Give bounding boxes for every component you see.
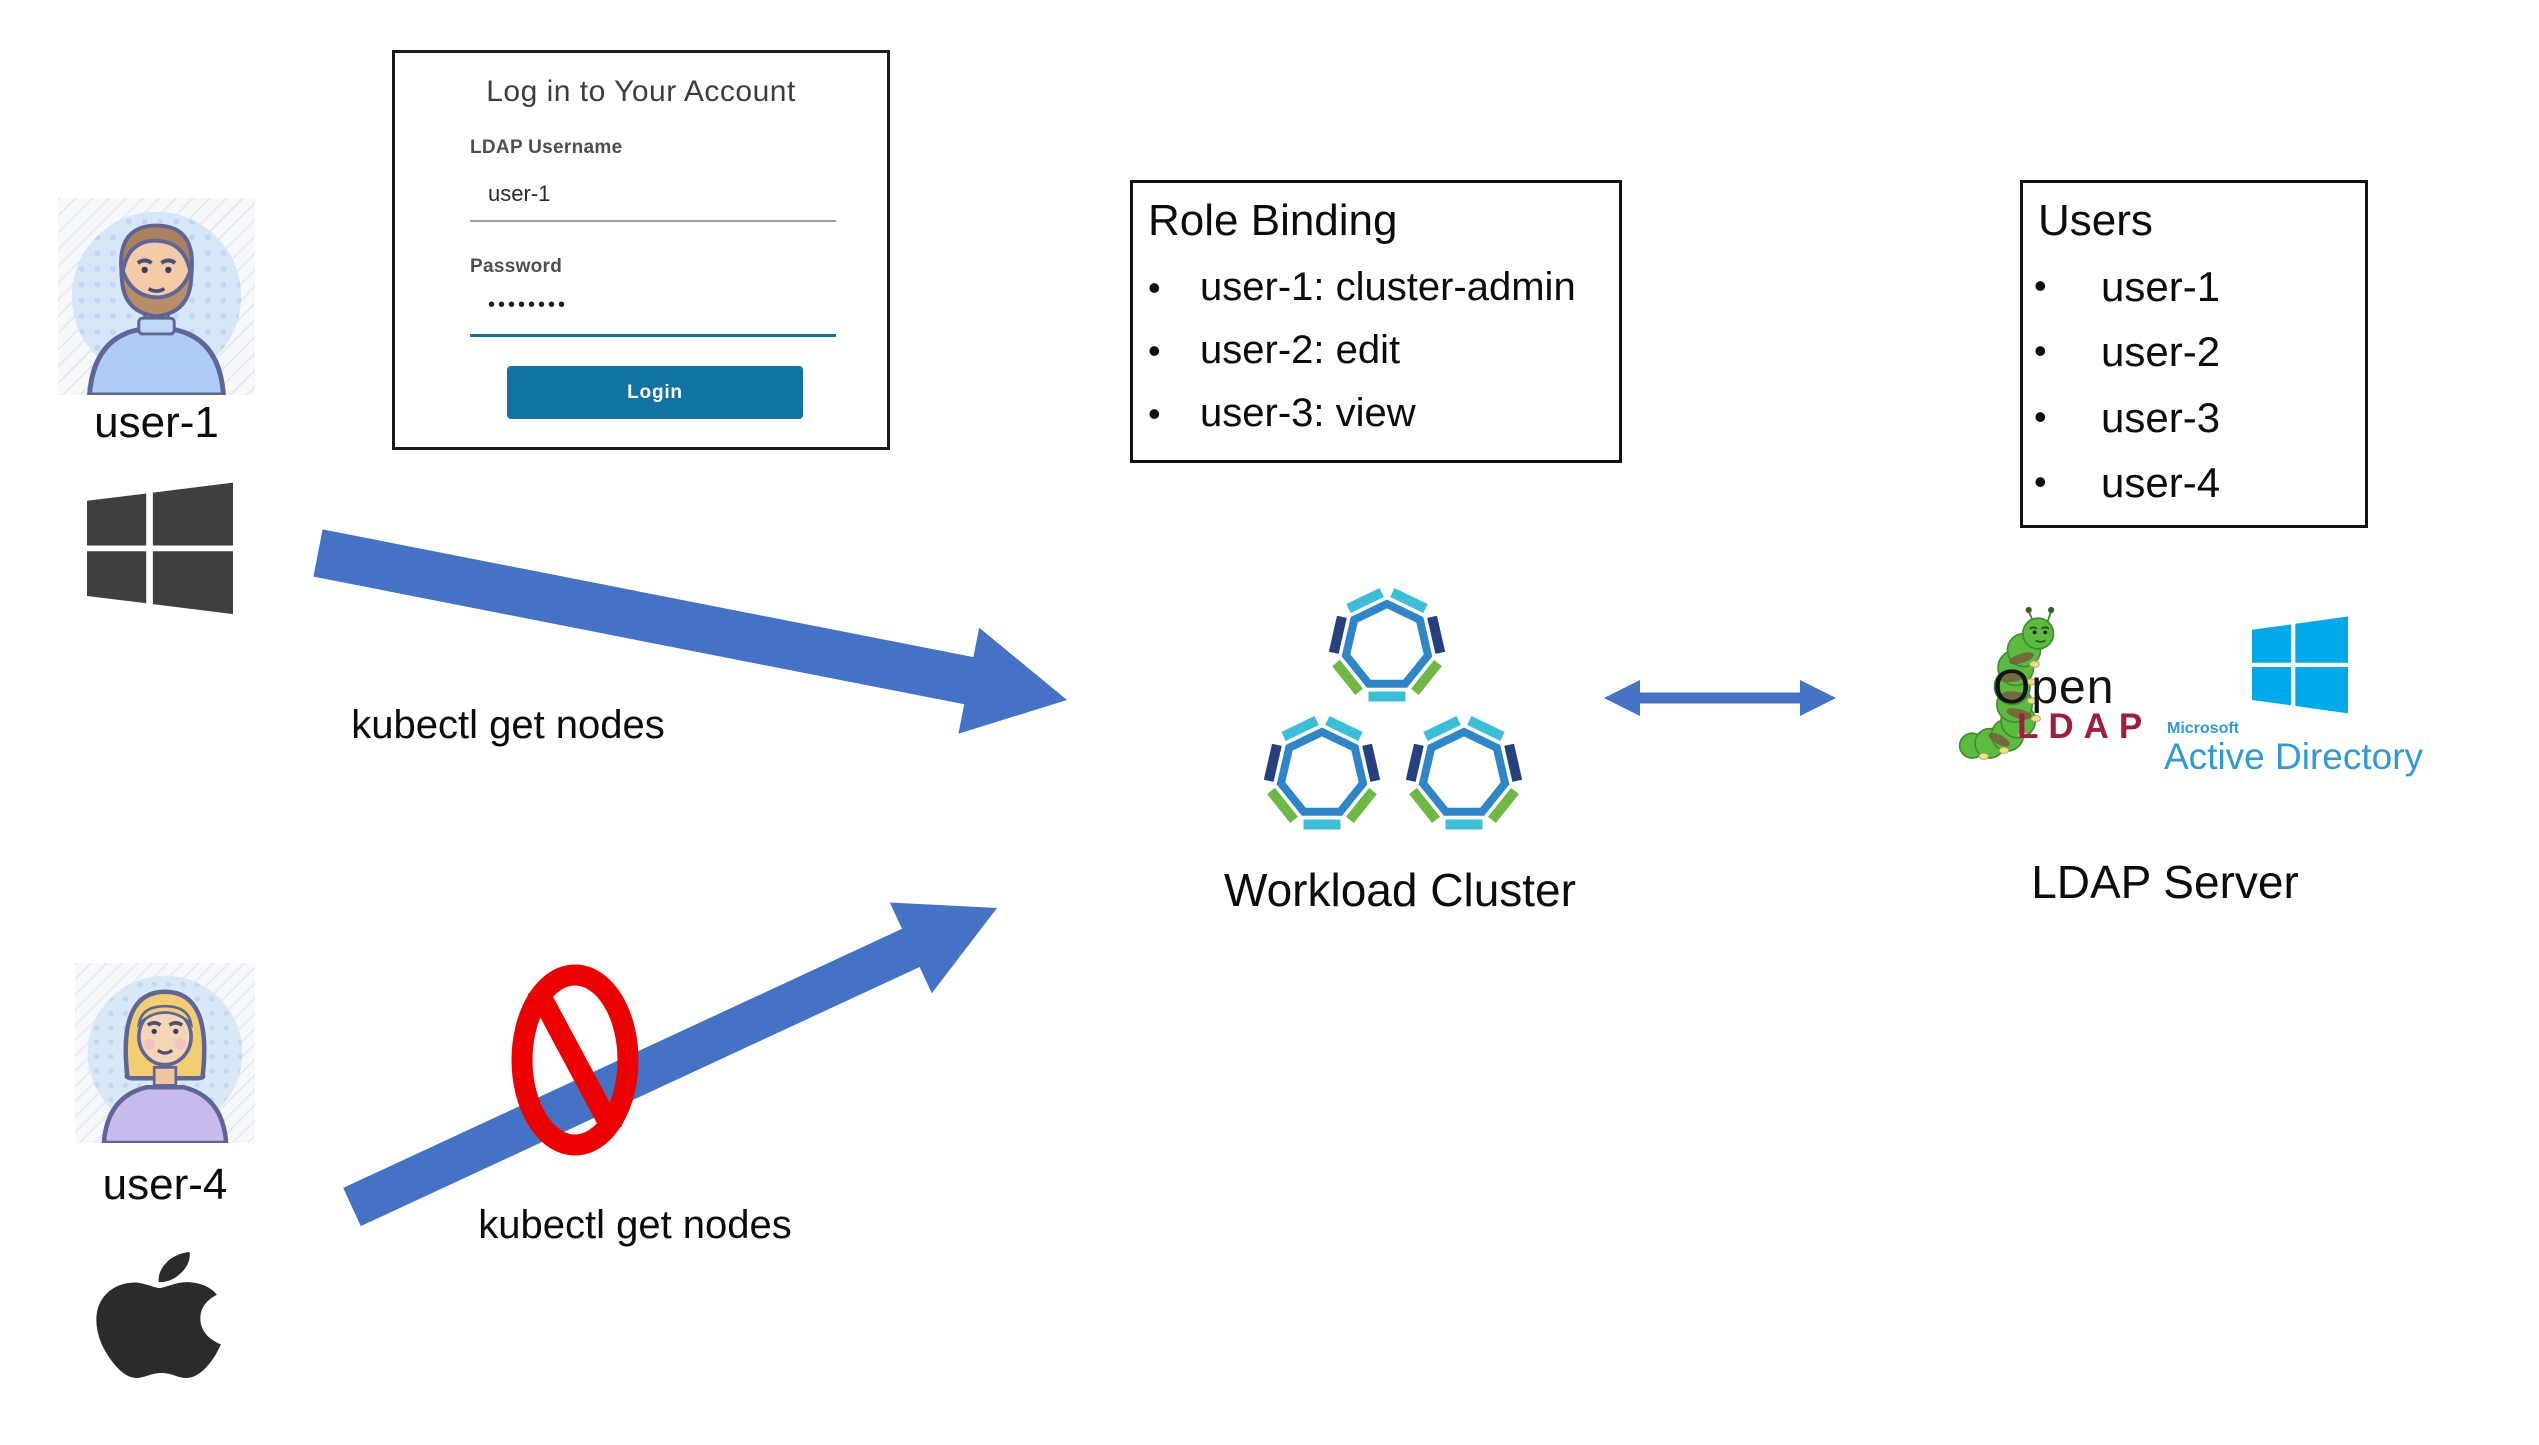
users-item-text: user-2: [2101, 328, 2221, 375]
user1-label: user-1: [94, 398, 219, 447]
users-item-text: user-4: [2101, 459, 2221, 506]
login-title: Log in to Your Account: [486, 75, 796, 108]
bullet-icon: •: [2034, 330, 2047, 371]
ldap-server-label: LDAP Server: [2031, 856, 2299, 908]
users-item-text: user-3: [2101, 394, 2221, 441]
bullet-icon: •: [2034, 265, 2047, 306]
login-card: Log in to Your Account LDAP Username use…: [392, 50, 890, 450]
bullet-icon: •: [1148, 267, 1161, 308]
password-input[interactable]: ••••••••: [488, 294, 569, 316]
denied-icon: [511, 964, 639, 1156]
password-underline: [470, 334, 836, 337]
password-label: Password: [470, 256, 563, 277]
bullet-icon: •: [2034, 396, 2047, 437]
role-binding-item: • user-2: edit: [1148, 328, 1400, 373]
user4-avatar: [75, 963, 255, 1143]
role-binding-item: • user-3: view: [1148, 391, 1416, 436]
users-item: • user-2: [2034, 328, 2220, 376]
active-directory-label: Active Directory: [2164, 736, 2424, 777]
windows-logo-icon: [87, 482, 233, 615]
role-binding-box: Role Binding • user-1: cluster-admin • u…: [1130, 180, 1622, 463]
workload-cluster-label: Workload Cluster: [1224, 864, 1576, 916]
users-box: Users • user-1 • user-2 • user-3 • user-…: [2020, 180, 2368, 528]
users-title: Users: [2038, 196, 2153, 245]
username-label: LDAP Username: [470, 137, 623, 158]
username-input[interactable]: user-1: [488, 181, 551, 206]
user1-command-label: kubectl get nodes: [351, 703, 665, 747]
users-item: • user-4: [2034, 459, 2220, 507]
openldap-caterpillar-icon: [1958, 606, 2055, 760]
user1-avatar: [58, 198, 255, 395]
openldap-wordmark-ldap: LDAP: [2017, 707, 2153, 746]
role-binding-item: • user-1: cluster-admin: [1148, 265, 1576, 310]
arrow-user4-to-cluster: [343, 902, 997, 1227]
role-binding-title: Role Binding: [1148, 196, 1398, 245]
role-binding-item-text: user-2: edit: [1200, 328, 1401, 372]
users-item-text: user-1: [2101, 263, 2221, 310]
role-binding-item-text: user-3: view: [1200, 391, 1416, 435]
active-directory-windows-flag-icon: [2252, 616, 2348, 714]
bullet-icon: •: [1148, 393, 1161, 434]
users-item: • user-3: [2034, 394, 2220, 442]
arrow-user1-to-cluster: [313, 529, 1067, 734]
apple-logo-icon: [96, 1252, 221, 1378]
users-item: • user-1: [2034, 263, 2220, 311]
openldap-wordmark-open: Open: [1993, 661, 2115, 714]
sync-arrow-icon: [1604, 680, 1836, 716]
microsoft-label: Microsoft: [2167, 720, 2239, 737]
user4-command-label: kubectl get nodes: [478, 1203, 792, 1247]
bullet-icon: •: [1148, 330, 1161, 371]
kubernetes-cluster-icon: [1269, 593, 1518, 825]
bullet-icon: •: [2034, 461, 2047, 502]
role-binding-item-text: user-1: cluster-admin: [1200, 265, 1576, 309]
login-button[interactable]: Login: [507, 366, 803, 419]
username-underline: [470, 220, 836, 222]
user4-label: user-4: [102, 1160, 228, 1209]
